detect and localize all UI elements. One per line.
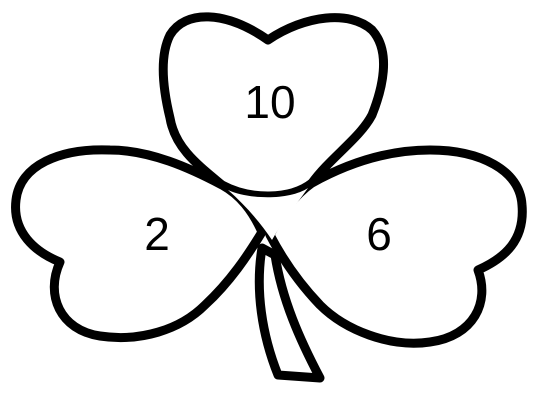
left-leaf-number: 2 bbox=[112, 211, 202, 257]
top-leaf-number: 10 bbox=[225, 79, 315, 125]
right-leaf-number: 6 bbox=[334, 211, 424, 257]
